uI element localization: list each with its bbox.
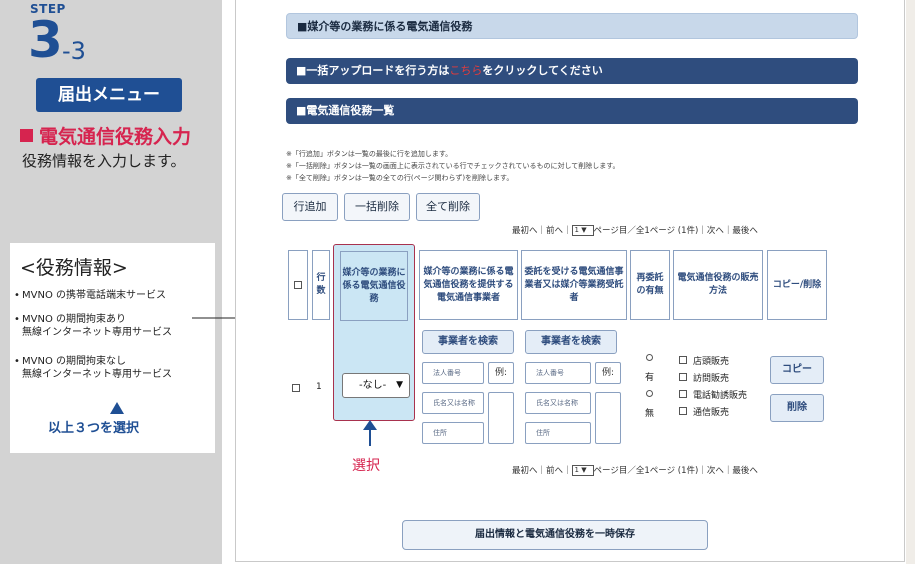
contractor-address-input[interactable]: 住所 [525, 422, 591, 444]
menu-badge: 届出メニュー [36, 78, 182, 112]
info-heading: <役務情報> [20, 257, 128, 279]
resub-no-label: 無 [645, 409, 655, 419]
select-all-cell [288, 250, 308, 320]
header-service: 媒介等の業務に係る電気通信役務 [340, 251, 408, 321]
page-select[interactable]: 1 ▼ [571, 225, 594, 236]
add-row-button[interactable]: 行追加 [282, 193, 338, 221]
provider-name-input[interactable]: 氏名又は名称 [422, 392, 484, 414]
step-label: STEP [30, 2, 66, 16]
section-description: 役務情報を入力します。 [22, 152, 186, 170]
bulk-delete-button[interactable]: 一括削除 [344, 193, 410, 221]
provider-name-extra[interactable] [488, 392, 514, 444]
resub-no-radio[interactable] [646, 390, 653, 397]
arrow-up-icon [110, 402, 124, 414]
arrow-up-icon [363, 420, 377, 430]
header-copy-delete: コピー/削除 [767, 250, 827, 320]
header-sales-method: 電気通信役務の販売方法 [673, 250, 763, 320]
header-resubcontract: 再委託の有無 [630, 250, 670, 320]
contractor-name-input[interactable]: 氏名又は名称 [525, 392, 591, 414]
section-title-text: 電気通信役務入力 [39, 126, 192, 148]
resub-yes-label: 有 [645, 373, 655, 383]
section-bar-media: ■媒介等の業務に係る電気通信役務 [286, 13, 858, 39]
bullet-icon: • [14, 356, 20, 367]
select-all-checkbox[interactable] [294, 281, 302, 289]
contractor-corp-number-input[interactable]: 法人番号 [525, 362, 591, 384]
info-item: •MVNO の期間拘束なし [14, 356, 126, 367]
section-title: 電気通信役務入力 [20, 122, 191, 149]
sales-visit-label: 訪問販売 [693, 374, 730, 384]
contractor-name-extra[interactable] [595, 392, 621, 444]
step-number: 3 [28, 11, 63, 69]
service-info-box: <役務情報> •MVNO の携帯電話端末サービス •MVNO の期間拘束あり 無… [10, 243, 215, 453]
info-item: •MVNO の携帯電話端末サービス [14, 290, 166, 301]
sales-mail-checkbox[interactable] [679, 407, 687, 415]
provider-example-field[interactable]: 例: [488, 362, 514, 384]
header-contractor: 委託を受ける電気通信事業者又は媒介等業務受託者 [521, 250, 627, 320]
notes: ※「行追加」ボタンは一覧の最後に行を追加します。 ※「一括削除」ボタンは一覧の画… [286, 150, 620, 182]
guide-panel: STEP 3 -3 届出メニュー 電気通信役務入力 役務情報を入力します。 <役… [0, 0, 222, 564]
header-row-num: 行数 [312, 250, 330, 320]
row-checkbox[interactable] [292, 384, 300, 392]
bullet-icon: • [14, 290, 20, 301]
info-item: •MVNO の期間拘束あり [14, 314, 126, 325]
callout-arrow-line [369, 428, 371, 446]
app-window: ■媒介等の業務に係る電気通信役務 ■一括アップロードを行う方はこちらをクリックし… [235, 0, 905, 562]
sales-phone-label: 電話勧誘販売 [693, 391, 748, 401]
select-three-note: 以上３つを選択 [48, 421, 140, 436]
step-sub: -3 [62, 37, 86, 65]
section-bar-upload: ■一括アップロードを行う方はこちらをクリックしてください [286, 58, 858, 84]
square-icon [20, 129, 33, 142]
sales-phone-checkbox[interactable] [679, 390, 687, 398]
service-column-highlight: 媒介等の業務に係る電気通信役務 [333, 244, 415, 421]
sales-visit-checkbox[interactable] [679, 373, 687, 381]
temp-save-button[interactable]: 届出情報と電気通信役務を一時保存 [402, 520, 708, 550]
info-item-continued: 無線インターネット専用サービス [22, 369, 172, 380]
contractor-example-field[interactable]: 例: [595, 362, 621, 384]
delete-all-button[interactable]: 全て削除 [416, 193, 480, 221]
resub-yes-radio[interactable] [646, 354, 653, 361]
scrollbar-track[interactable] [906, 0, 915, 564]
copy-row-button[interactable]: コピー [770, 356, 824, 384]
chevron-down-icon: ▼ [396, 380, 403, 390]
sales-mail-label: 通信販売 [693, 408, 730, 418]
upload-link[interactable]: こちら [449, 64, 483, 77]
row-number: 1 [316, 382, 322, 392]
page-select[interactable]: 1 ▼ [571, 465, 594, 476]
provider-corp-number-input[interactable]: 法人番号 [422, 362, 484, 384]
contractor-search-button[interactable]: 事業者を検索 [525, 330, 617, 354]
pager-bottom: 最初へ｜前へ｜1 ▼ページ目／全1ページ (1件)｜次へ｜最後へ [512, 465, 758, 476]
provider-address-input[interactable]: 住所 [422, 422, 484, 444]
info-item-continued: 無線インターネット専用サービス [22, 327, 172, 338]
pager-top: 最初へ｜前へ｜1 ▼ページ目／全1ページ (1件)｜次へ｜最後へ [512, 225, 758, 236]
delete-row-button[interactable]: 削除 [770, 394, 824, 422]
service-select[interactable]: -なし-▼ [342, 373, 410, 398]
sales-store-label: 店頭販売 [693, 357, 730, 367]
section-bar-service-list: ■電気通信役務一覧 [286, 98, 858, 124]
sales-store-checkbox[interactable] [679, 356, 687, 364]
provider-search-button[interactable]: 事業者を検索 [422, 330, 514, 354]
bullet-icon: • [14, 314, 20, 325]
header-provider: 媒介等の業務に係る電気通信役務を提供する電気通信事業者 [419, 250, 518, 320]
select-callout-label: 選択 [352, 458, 380, 474]
